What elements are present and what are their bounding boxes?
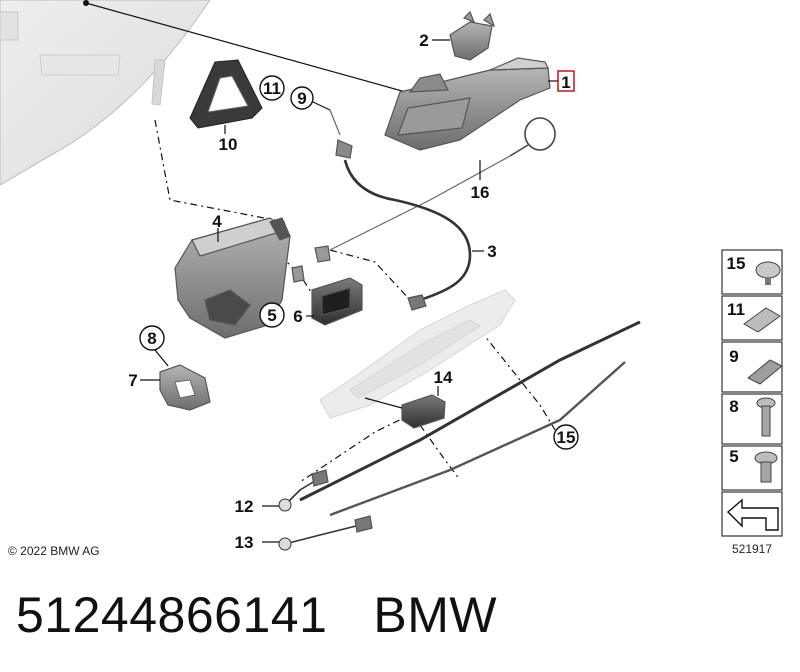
part-tailgate-button [384,57,551,151]
legend-item-9: 9 [729,347,738,366]
legend-item-11: 11 [727,300,745,319]
brand-name: BMW [373,587,498,643]
part-bowden-cable: 3 [343,159,497,311]
part-trim-panel [319,289,516,419]
part-wiring-connector: 14 [364,368,453,429]
callout-15: 15 [557,428,576,447]
part-cable-clip: 9 [290,86,353,159]
tailgate-panel [0,0,211,186]
part-bracket-clip [449,10,496,61]
callout-8: 8 [147,329,156,348]
callout-12: 12 [235,497,254,516]
footer: 51244866141 BMW [16,586,497,644]
callout-2: 2 [419,31,428,50]
part-actuator: 5 6 [259,277,363,328]
part-screws [291,245,331,283]
callout-5: 5 [267,306,276,325]
callout-2-group: 2 [419,31,450,50]
callout-1-group: 1 [548,70,575,92]
callout-16: 16 [471,183,490,202]
callout-4: 4 [212,212,222,231]
fastener-legend: 15 11 9 8 5 521917 [721,249,783,556]
diagram-number: 521917 [732,542,772,556]
legend-item-8: 8 [729,397,738,416]
copyright-text: © 2022 BMW AG [8,544,100,558]
panel-leader [83,0,421,97]
callout-10: 10 [219,135,238,154]
arrow-icon [726,498,779,531]
callout-9: 9 [297,89,306,108]
callout-1: 1 [561,73,570,92]
part-number: 51244866141 [16,587,328,643]
callout-6: 6 [293,307,302,326]
part-harness-leads: 12 13 [235,469,373,552]
legend-item-5: 5 [729,447,738,466]
part-cable-channel: 15 [299,320,641,517]
part-striker: 8 7 [128,325,211,411]
callout-13: 13 [235,533,254,552]
callout-3: 3 [487,242,496,261]
part-release-cable: 16 [329,117,556,251]
callout-7: 7 [128,371,137,390]
callout-11: 11 [263,79,281,98]
callout-14: 14 [434,368,453,387]
part-lock: 4 [174,212,291,339]
legend-item-15: 15 [727,254,746,273]
part-trim-cover: 10 11 [189,59,285,154]
